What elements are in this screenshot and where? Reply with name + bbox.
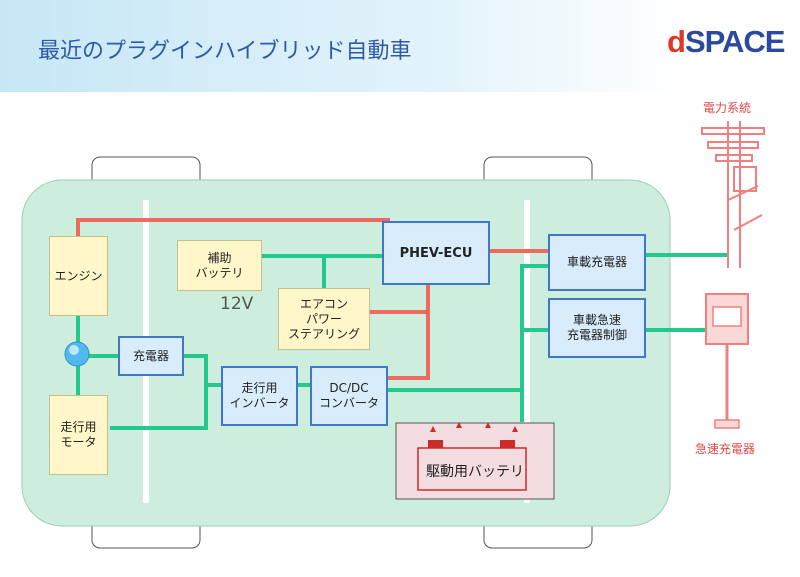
drive-battery-label: 駆動用バッテリ [426, 463, 524, 480]
header-banner [0, 0, 800, 92]
phev-ecu-box: PHEV-ECU [382, 221, 490, 285]
dspace-logo: dSPACE [667, 24, 785, 59]
charger-box: 充電器 [118, 336, 184, 376]
aircon-steering-box: エアコン パワー ステアリング [278, 288, 370, 350]
onboard-charger-box: 車載充電器 [548, 234, 646, 291]
power-pole-icon [701, 121, 765, 268]
power-grid-label: 電力系統 [703, 101, 752, 115]
drive-battery-symbol [395, 422, 555, 500]
dcdc-converter-box: DC/DC コンバータ [310, 366, 388, 426]
inverter-box: 走行用 インバータ [221, 366, 298, 426]
fast-charger-icon [705, 293, 749, 429]
signal-lines [76, 218, 548, 380]
power-lines [76, 253, 728, 430]
fast-charger-control-box: 車載急速 充電器制御 [548, 298, 646, 358]
page-title: 最近のプラグインハイブリッド自動車 [38, 39, 412, 64]
motor-box: 走行用 モータ [49, 395, 108, 475]
aux-battery-box: 補助 バッテリ [177, 240, 262, 291]
fast-charger-label: 急速充電器 [695, 442, 756, 456]
engine-box: エンジン [49, 236, 108, 316]
voltage-label: 12V [220, 294, 254, 314]
connector-node [64, 341, 90, 367]
